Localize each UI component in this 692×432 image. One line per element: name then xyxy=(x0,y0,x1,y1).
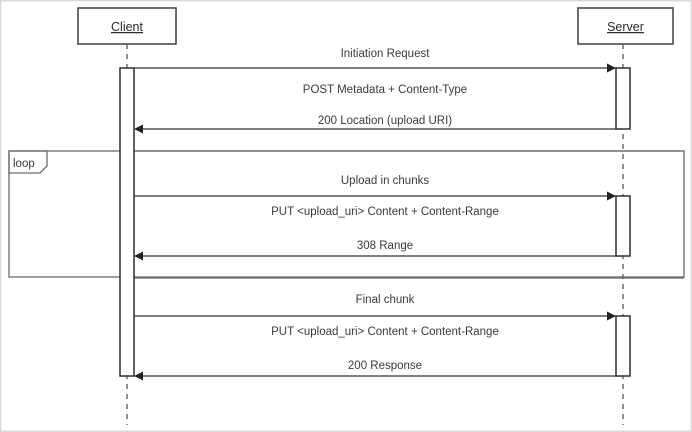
group-title-final-chunk: Final chunk xyxy=(356,294,415,306)
group-title-initiation: Initiation Request xyxy=(341,48,431,60)
message-label: POST Metadata + Content-Type xyxy=(303,84,467,96)
messages-layer xyxy=(134,63,616,381)
arrow-head-icon xyxy=(607,191,616,201)
message-label: 308 Range xyxy=(357,240,413,252)
message-label: 200 Location (upload URI) xyxy=(318,115,452,127)
participant-label: Client xyxy=(111,20,143,34)
message-label: PUT <upload_uri> Content + Content-Range xyxy=(271,206,499,218)
activation-bar-server xyxy=(615,195,631,257)
separators-layer xyxy=(134,150,684,279)
message-label: 200 Response xyxy=(348,360,422,372)
loop-fragment-tab xyxy=(8,150,48,174)
activation-bar-client xyxy=(119,67,135,377)
participant-label: Server xyxy=(607,20,644,34)
participant-client[interactable]: Client xyxy=(77,7,177,45)
activation-bar-server xyxy=(615,67,631,130)
arrow-head-icon xyxy=(134,124,143,134)
message-200-response[interactable] xyxy=(134,371,616,381)
arrow-head-icon xyxy=(607,63,616,73)
participant-server[interactable]: Server xyxy=(577,7,674,45)
arrow-head-icon xyxy=(607,311,616,321)
message-post-metadata[interactable] xyxy=(134,63,616,73)
participant-box xyxy=(77,7,177,45)
message-308-range[interactable] xyxy=(134,251,616,261)
message-put-final-chunk[interactable] xyxy=(134,311,616,321)
message-200-location[interactable] xyxy=(134,124,616,134)
loop-fragment-label: loop xyxy=(13,158,35,170)
message-labels-layer: POST Metadata + Content-Type 200 Locatio… xyxy=(271,84,499,372)
group-titles-layer: Initiation Request Upload in chunks Fina… xyxy=(341,48,431,306)
arrow-head-icon xyxy=(134,371,143,381)
arrow-head-icon xyxy=(134,251,143,261)
activation-bar-server xyxy=(615,315,631,377)
message-label: PUT <upload_uri> Content + Content-Range xyxy=(271,326,499,338)
participant-box xyxy=(577,7,674,45)
activations-layer xyxy=(119,67,631,377)
message-put-chunk[interactable] xyxy=(134,191,616,201)
group-title-upload-chunks: Upload in chunks xyxy=(341,175,429,187)
